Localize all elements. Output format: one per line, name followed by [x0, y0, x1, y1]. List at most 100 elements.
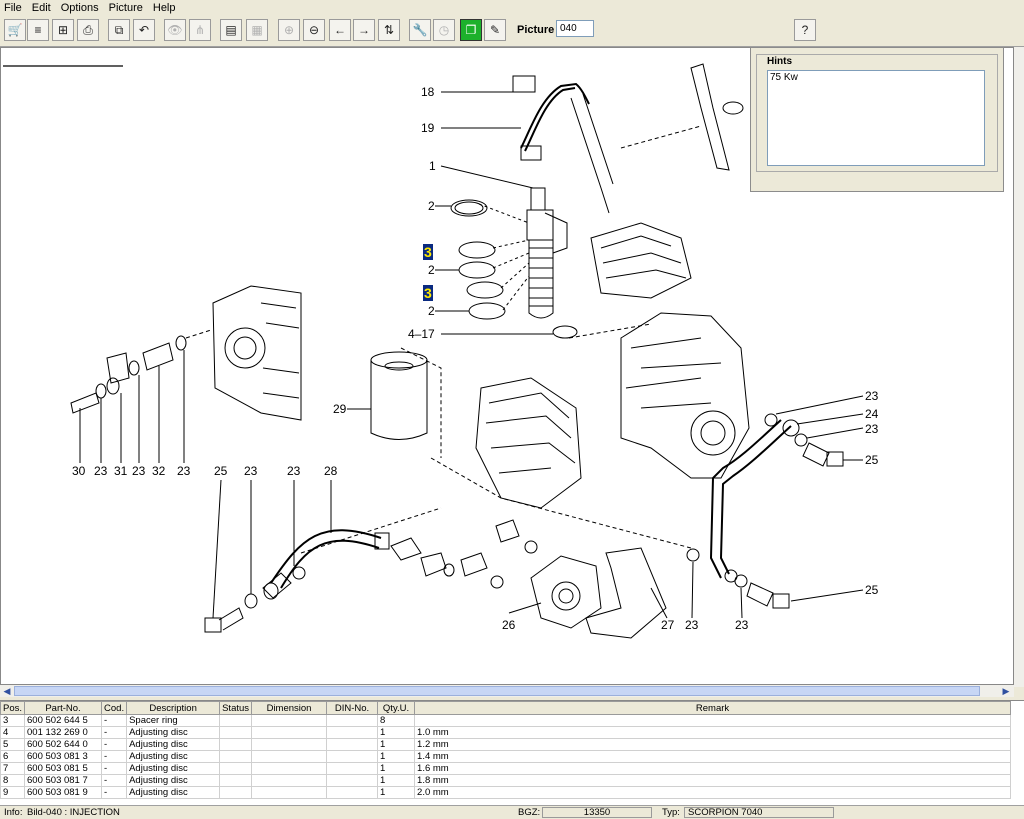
label-24[interactable]: 24 [865, 407, 879, 421]
table-cell: 3 [0, 714, 26, 727]
clock-button[interactable]: ◷ [433, 19, 455, 41]
table-cell: 8 [0, 774, 26, 787]
label-3-highlighted[interactable]: 3 [423, 244, 433, 260]
share-button[interactable]: ⋔ [189, 19, 211, 41]
hints-title: Hints [767, 56, 792, 67]
picture-number-input[interactable] [556, 20, 594, 37]
label-27[interactable]: 27 [661, 618, 675, 632]
scroll-thumb[interactable] [14, 686, 980, 696]
table-cell [219, 738, 253, 751]
column-header[interactable]: DIN-No. [326, 701, 379, 715]
menu-options[interactable]: Options [60, 2, 99, 14]
label-23[interactable]: 23 [177, 464, 191, 478]
label-31[interactable]: 31 [114, 464, 128, 478]
horizontal-scrollbar[interactable]: ◀ ▶ [0, 685, 1014, 697]
table-cell [326, 762, 379, 775]
column-header[interactable]: Remark [414, 701, 1012, 715]
label-25[interactable]: 25 [865, 453, 879, 467]
column-header[interactable]: Status [219, 701, 253, 715]
column-header[interactable]: Description [126, 701, 221, 715]
column-header[interactable]: Pos. [0, 701, 26, 715]
pen-button[interactable]: ✎ [484, 19, 506, 41]
label-19[interactable]: 19 [421, 121, 435, 135]
table-cell [326, 786, 379, 799]
column-header[interactable]: Qty.U. [377, 701, 416, 715]
label-26[interactable]: 26 [502, 618, 516, 632]
print-button[interactable]: ⎙ [77, 19, 99, 41]
table-cell: 7 [0, 762, 26, 775]
table-cell: - [101, 726, 128, 739]
scroll-left-icon[interactable]: ◀ [3, 686, 11, 696]
list-button[interactable]: ≡ [27, 19, 49, 41]
tree-button[interactable]: ⊞ [52, 19, 74, 41]
zoom-out-button[interactable]: ⊖ [303, 19, 325, 41]
vertical-scrollbar[interactable] [1014, 47, 1024, 687]
table-cell [219, 726, 253, 739]
arrow-left-button[interactable]: ← [329, 19, 351, 41]
column-header[interactable]: Part-No. [24, 701, 103, 715]
table-cell: 1.6 mm [414, 762, 1012, 775]
undo-button[interactable]: ↶ [133, 19, 155, 41]
label-4-17[interactable]: 4–17 [408, 327, 435, 341]
export-button[interactable]: ⧉ [108, 19, 130, 41]
label-29[interactable]: 29 [333, 402, 347, 416]
sort-button[interactable]: ⇅ [378, 19, 400, 41]
label-32[interactable]: 32 [152, 464, 166, 478]
arrow-right-button[interactable]: → [353, 19, 375, 41]
label-23[interactable]: 23 [865, 389, 879, 403]
table-cell: 6 [0, 750, 26, 763]
document-button[interactable]: ▤ [220, 19, 242, 41]
label-23[interactable]: 23 [685, 618, 699, 632]
table-cell: 1 [377, 786, 416, 799]
table-cell: 1 [377, 774, 416, 787]
info-value: Bild-040 : INJECTION [27, 807, 120, 818]
copy-pages-button[interactable]: ❐ [460, 19, 482, 41]
label-25[interactable]: 25 [865, 583, 879, 597]
exploded-parts-diagram [3, 63, 864, 639]
table-cell [326, 738, 379, 751]
label-23[interactable]: 23 [865, 422, 879, 436]
column-header[interactable]: Dimension [251, 701, 328, 715]
label-23[interactable]: 23 [244, 464, 258, 478]
wrench-button[interactable]: 🔧 [409, 19, 431, 41]
menu-edit[interactable]: Edit [31, 2, 51, 14]
table-cell: Adjusting disc [126, 774, 221, 787]
label-2[interactable]: 2 [428, 304, 435, 318]
table-cell: 1 [377, 762, 416, 775]
grid-button[interactable]: ▦ [246, 19, 268, 41]
label-23[interactable]: 23 [132, 464, 146, 478]
hints-textbox[interactable]: 75 Kw [767, 70, 985, 166]
label-23[interactable]: 23 [735, 618, 749, 632]
table-cell [326, 714, 379, 727]
label-2[interactable]: 2 [428, 263, 435, 277]
menu-file[interactable]: File [4, 2, 22, 14]
label-2[interactable]: 2 [428, 199, 435, 213]
binoculars-button[interactable]: 👁 [164, 19, 186, 41]
label-23[interactable]: 23 [287, 464, 301, 478]
help-button[interactable]: ? [794, 19, 816, 41]
label-3-highlighted[interactable]: 3 [423, 285, 433, 301]
cart-button[interactable]: 🛒 [4, 19, 26, 41]
menu-help[interactable]: Help [152, 2, 176, 14]
label-30[interactable]: 30 [72, 464, 86, 478]
zoom-in-button[interactable]: ⊕ [278, 19, 300, 41]
pen-icon: ✎ [489, 23, 501, 37]
label-25[interactable]: 25 [214, 464, 228, 478]
scroll-right-icon[interactable]: ▶ [1002, 686, 1010, 696]
menu-picture[interactable]: Picture [108, 2, 143, 14]
column-header[interactable]: Cod. [101, 701, 128, 715]
label-18[interactable]: 18 [421, 85, 435, 99]
typ-label: Typ: [662, 807, 680, 818]
tree-icon: ⊞ [57, 23, 69, 37]
label-28[interactable]: 28 [324, 464, 338, 478]
label-1[interactable]: 1 [429, 159, 436, 173]
hints-frame [756, 54, 998, 172]
label-23[interactable]: 23 [94, 464, 108, 478]
